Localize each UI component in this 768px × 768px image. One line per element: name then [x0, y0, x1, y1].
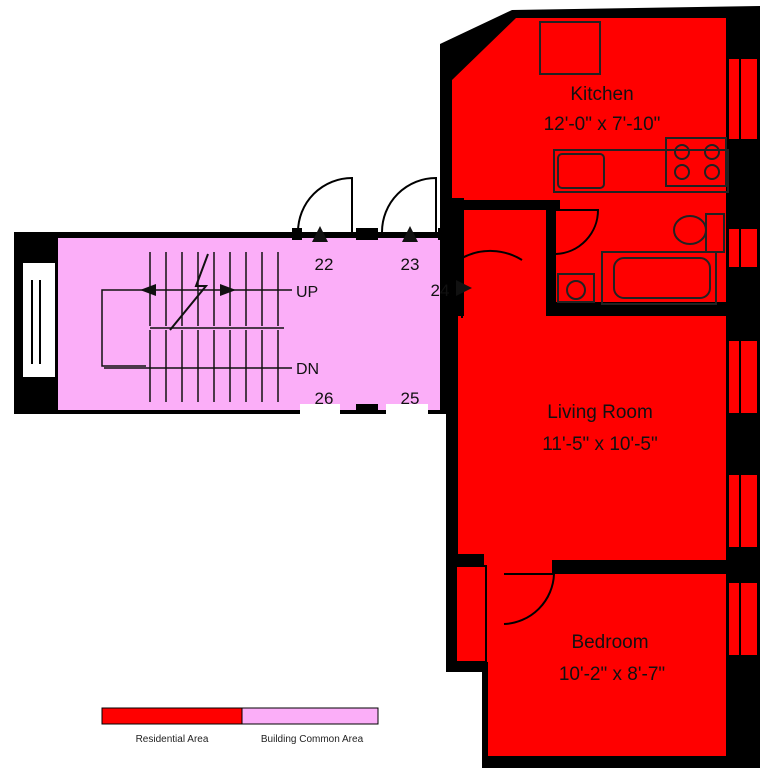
- staircase: [101, 252, 292, 402]
- toilet-bowl: [673, 215, 707, 245]
- legend-swatch-common: [241, 707, 379, 725]
- door-swing-22: [297, 176, 353, 233]
- residential-area: [440, 6, 760, 768]
- burner: [674, 144, 690, 160]
- window: [727, 57, 759, 141]
- door-jamb: [356, 228, 378, 240]
- window: [727, 339, 759, 415]
- stair-down-label: DN: [296, 361, 319, 378]
- stair-up-label: UP: [296, 284, 318, 301]
- refrigerator: [539, 21, 601, 75]
- kitchen-fixtures: [539, 21, 729, 193]
- legend-label-residential: Residential Area: [136, 734, 209, 745]
- stair-arrow-icon: [220, 284, 236, 296]
- legend-swatch-residential: [101, 707, 243, 725]
- legend: Residential Area Building Common Area: [101, 707, 379, 745]
- door-jamb: [356, 404, 378, 414]
- bathroom-sink: [557, 273, 595, 303]
- bathtub-inner: [613, 257, 711, 299]
- interior-wall: [546, 302, 726, 316]
- living-room-name: Living Room: [547, 402, 653, 423]
- bathroom-door-swing: [555, 209, 600, 255]
- door-marker-icon: [312, 226, 328, 242]
- bathtub: [601, 251, 717, 305]
- bedroom-name: Bedroom: [571, 632, 648, 653]
- interior-wall: [460, 200, 560, 210]
- interior-wall: [546, 200, 556, 310]
- stair-treads: [149, 252, 284, 402]
- door-number-25: 25: [401, 389, 420, 408]
- stair-arrow-icon: [140, 284, 156, 296]
- door-number-23: 23: [401, 255, 420, 274]
- door-marker-icon: [402, 226, 418, 242]
- sink: [557, 153, 605, 189]
- bedroom-dims: 10'-2" x 8'-7": [559, 664, 665, 685]
- door-jamb: [300, 404, 340, 414]
- door-marker-icon: [456, 280, 472, 296]
- stair-hall-floor: [58, 238, 448, 410]
- stove: [665, 137, 727, 187]
- living-room-dims: 11'-5" x 10'-5": [542, 434, 657, 455]
- burner: [674, 164, 690, 180]
- counter: [553, 149, 729, 193]
- window: [727, 581, 759, 657]
- sink-basin: [566, 280, 586, 300]
- kitchen-name: Kitchen: [570, 84, 633, 105]
- bedroom-closet: [455, 565, 487, 663]
- stair-outline: [101, 289, 146, 367]
- burner: [704, 164, 720, 180]
- common-area: [14, 232, 454, 414]
- door-swing-23: [381, 176, 437, 233]
- bedroom-door-swing: [503, 573, 556, 625]
- door-number-24: 24: [431, 281, 450, 300]
- legend-label-common: Building Common Area: [261, 734, 364, 745]
- stair-break-line: [169, 253, 209, 331]
- kitchen-dims: 12'-0" x 7'-10": [544, 114, 661, 135]
- door-number-26: 26: [315, 389, 334, 408]
- window: [727, 227, 759, 269]
- burner: [704, 144, 720, 160]
- door-swing-24: [461, 249, 523, 318]
- door-jamb: [386, 404, 428, 414]
- door-number-22: 22: [315, 255, 334, 274]
- window: [727, 473, 759, 549]
- interior-wall: [552, 560, 726, 574]
- windows: [727, 57, 759, 657]
- door-jamb: [292, 228, 302, 240]
- bathroom-fixtures: [557, 213, 725, 305]
